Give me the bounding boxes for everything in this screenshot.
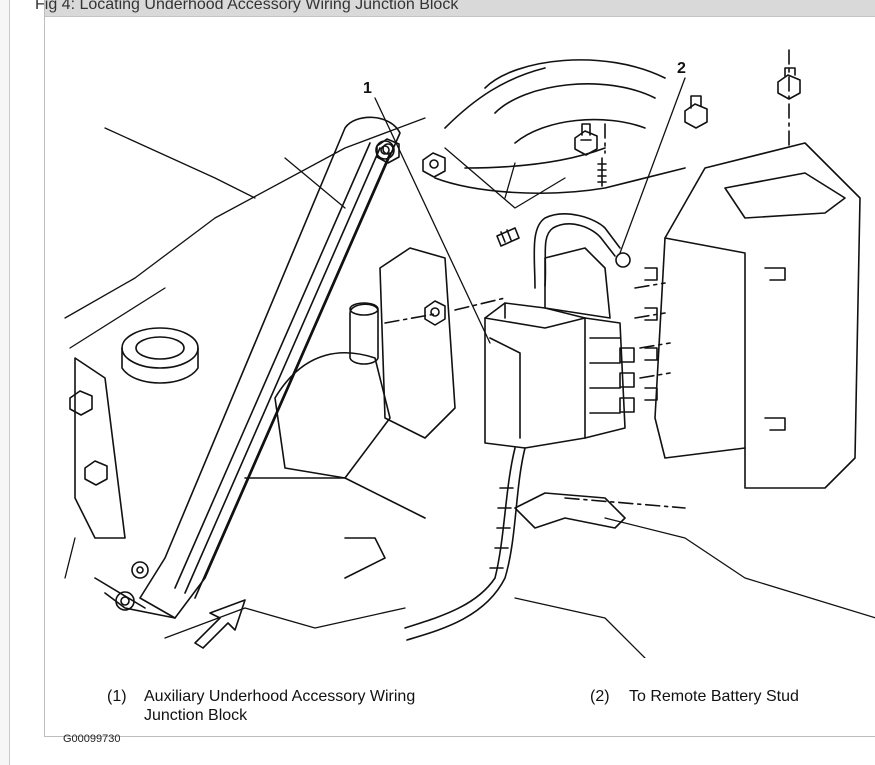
- engine-compartment-lines: [64, 117, 875, 658]
- coolant-reservoir: [69, 327, 199, 539]
- dashed-install-lines: [384, 49, 790, 509]
- junction-block-cover: [644, 142, 861, 489]
- strut-tower: [434, 59, 686, 195]
- page-left-margin: [0, 0, 10, 765]
- legend-item-2-text: To Remote Battery Stud: [629, 688, 799, 705]
- legend-item-2-number: (2): [590, 688, 610, 705]
- battery-cable: [404, 213, 631, 641]
- figure-caption: Fig 4: Locating Underhood Accessory Wiri…: [35, 0, 459, 13]
- strut-brace: [94, 116, 401, 619]
- figure-frame: Fig 4: Locating Underhood Accessory Wiri…: [35, 0, 875, 745]
- retaining-clip: [514, 492, 626, 529]
- legend-item-1-text-line1: Auxiliary Underhood Accessory Wiring: [144, 688, 416, 705]
- callout-2: 2: [677, 60, 686, 77]
- wiring-diagram: 1 2: [64, 49, 875, 658]
- figure-id: G00099730: [63, 733, 121, 745]
- legend-item-1-text-line2: Junction Block: [144, 707, 248, 724]
- legend-item-1-number: (1): [107, 688, 127, 705]
- callout-leaders: [374, 77, 686, 344]
- mounting-bracket: [244, 247, 456, 579]
- callout-1: 1: [363, 80, 372, 97]
- front-direction-arrow: [194, 599, 246, 649]
- figure-caption-bar: Fig 4: Locating Underhood Accessory Wiri…: [35, 0, 875, 17]
- stud-nut-group: [376, 67, 801, 326]
- junction-block: [484, 247, 635, 449]
